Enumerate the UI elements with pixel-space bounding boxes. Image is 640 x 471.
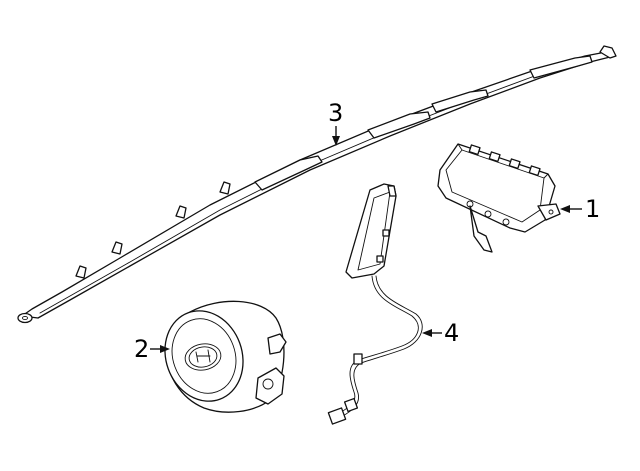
passenger-airbag-part [437, 143, 561, 253]
callout-4: 4 [422, 319, 459, 347]
callout-1-label: 1 [585, 195, 600, 223]
callout-3-label: 3 [328, 99, 343, 127]
callout-1: 1 [560, 195, 600, 223]
callout-3-arrow [332, 136, 340, 146]
callout-3: 3 [328, 99, 343, 146]
callout-1-arrow [560, 205, 570, 213]
callout-2-arrow [160, 345, 170, 353]
side-airbag-part [327, 183, 423, 425]
callout-2: 2 [134, 335, 170, 363]
curtain-airbag-part [17, 45, 617, 324]
callout-2-label: 2 [134, 335, 149, 363]
callout-4-arrow [422, 329, 432, 337]
callout-4-label: 4 [444, 319, 459, 347]
steering-airbag-part [164, 300, 287, 413]
